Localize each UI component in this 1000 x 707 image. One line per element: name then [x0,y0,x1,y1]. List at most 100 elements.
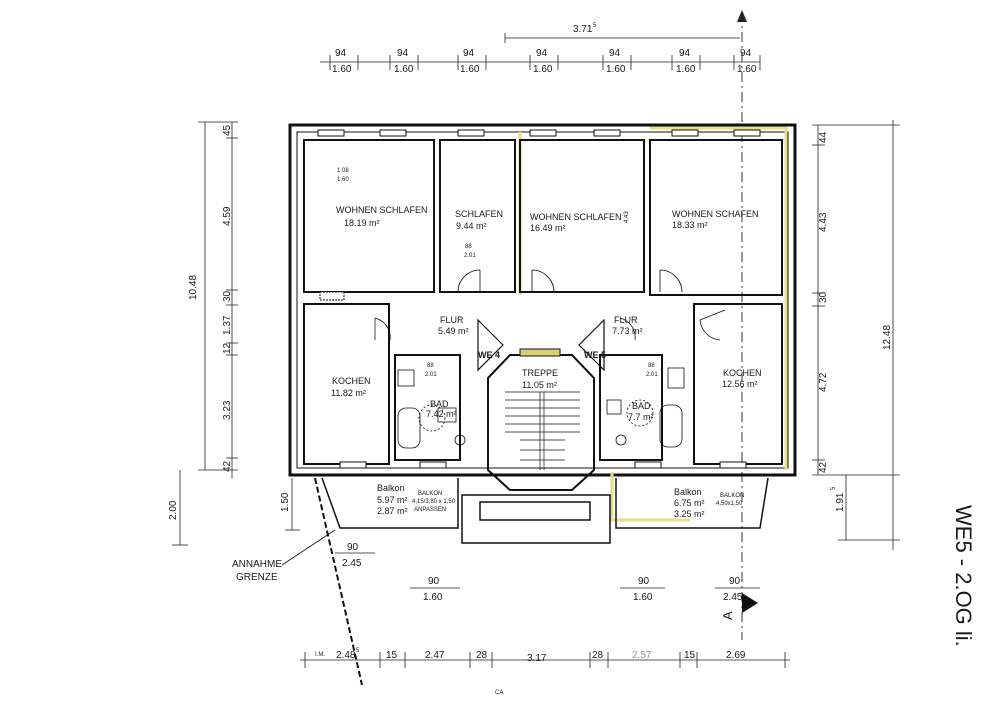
section-axis-arrow [737,10,747,22]
right-dimensions [812,120,900,550]
window-dim-bottom: 1.60 [460,64,480,75]
treppe-hatched-wall [519,348,561,357]
room-name: FLUR [440,315,464,325]
balcony-note-dims: 4,15/3,80 x 1,50 [412,499,456,505]
room-name: BAD [632,401,651,411]
bottom-dim: 15 [684,650,696,661]
left-segment-dim: 42 [222,460,233,472]
room-area: 12.56 m² [722,379,758,389]
left-segment-dim: 45 [222,124,233,136]
door-swings [374,269,726,341]
balcony-area1: 6.75 m² [674,498,705,508]
window-dim-bottom: 1.60 [332,64,352,75]
room-area: 11.05 m² [522,380,557,390]
bottom-dimension-line [300,652,790,668]
balcony-inner-dim: 1.50 [280,492,291,512]
left-segment-dim: 1.37 [222,315,233,335]
below-dim-top: 90 [428,576,440,587]
below-dim-bottom: 2.45 [342,558,362,569]
top-windows [317,129,761,137]
right-balcony-dim: 1.91 [835,492,846,512]
below-dim-top: 90 [729,576,741,587]
unit-we5-label: WE 5 [584,350,606,360]
room-name: FLUR [614,315,638,325]
room-name: KOCHEN [723,368,762,378]
door-size-bottom: 2.01 [646,372,658,378]
annahme-grenze-pointer [281,529,336,566]
right-segment-dim: 30 [818,291,829,303]
right-balcony-dim-sup: 5 [831,486,837,490]
room-area: 18.19 m² [344,218,380,228]
right-segment-dim: 4.72 [818,372,829,392]
right-total-dimension: 12.48 [882,325,893,350]
bottom-dim-sup: 5 [356,648,360,654]
left-total-dimension: 10.48 [188,275,199,300]
window-dim-bottom: 1.60 [737,64,757,75]
balcony-area1: 5.97 m² [377,495,408,505]
annahme-label-line1: ANNAHME [232,559,282,570]
below-dim-bottom: 1.60 [633,592,653,603]
exterior-walls [288,123,797,477]
balconies [321,477,769,544]
room-name: TREPPE [522,368,558,378]
handwritten-note: WE5 - 2.OG li. [951,505,976,647]
balcony-note-title: BALKON [720,493,744,499]
door-size-bottom: 2.01 [425,372,437,378]
bottom-dim-im: I.M. [315,652,325,658]
window-dim-top: 94 [679,48,691,59]
balcony-area2: 3.25 m² [674,509,705,519]
balcony-name: Balkon [377,483,405,493]
chimney-hatch [319,291,345,301]
window-dim-bottom: 1.60 [606,64,626,75]
bottom-cut-label: CA [495,690,503,696]
bottom-dim: 2.48 [336,650,356,661]
room-area: 18.33 m² [672,220,708,230]
window-dim-top: 94 [335,48,347,59]
window-dim-bottom: 1.60 [676,64,696,75]
balcony-note-title: BALKON [418,491,442,497]
window-dim-bottom: 1.60 [394,64,414,75]
left-dimensions [172,121,300,546]
balcony-note-action: ANPASSEN [414,507,446,513]
left-segment-dim: 30 [222,290,233,302]
window-size-top: 1.08 [337,168,349,174]
balcony-labels: Balkon 5.97 m² 2.87 m² BALKON 4,15/3,80 … [377,483,744,519]
window-dim-bottom: 1.60 [533,64,553,75]
room-area: 7.73 m² [612,326,643,336]
window-dim-top: 94 [397,48,409,59]
door-size-top: 88 [648,363,655,369]
annahme-grenze-line [314,477,363,686]
room-area: 7.7 m² [628,412,654,422]
window-dim-top: 94 [609,48,621,59]
section-marker-label: A [720,611,735,620]
room-area: 7.42 m² [426,409,457,419]
overall-top-dimension-sup: 5 [593,23,597,29]
room-name: SCHLAFEN [455,209,503,219]
balcony-depth-dim: 2.00 [168,500,179,520]
bottom-dim: 3.17 [527,653,547,664]
left-segment-dim: 4.59 [222,206,233,226]
bottom-dim: 2.57 [632,650,652,661]
below-dimension-lines [335,552,760,589]
balcony-area2: 2.87 m² [377,506,408,516]
right-segment-dim: 44 [818,131,829,143]
annahme-label-line2: GRENZE [236,572,278,583]
door-size-bottom: 2.01 [464,253,476,259]
interior-walls [303,139,783,491]
bottom-dim: 2.69 [726,650,746,661]
below-dim-top: 90 [347,542,359,553]
we5-highlight [518,126,788,522]
bottom-windows [339,461,747,469]
left-segment-dim: 3.23 [222,400,233,420]
overall-top-dimension: 3.71 [573,24,593,35]
door-size-top: 88 [427,363,434,369]
window-dim-top: 94 [536,48,548,59]
left-segment-dim: 12 [222,342,233,354]
room-name: WOHNEN SCHLAFEN [336,205,428,215]
window-dimension-labels: 94 1.60 94 1.60 94 1.60 94 1.60 94 1.60 … [332,48,757,75]
bottom-dim: 28 [592,650,604,661]
balcony-name: Balkon [674,487,702,497]
room-name: WOHNEN SCHLAFEN [530,212,622,222]
below-dim-top: 90 [638,576,650,587]
